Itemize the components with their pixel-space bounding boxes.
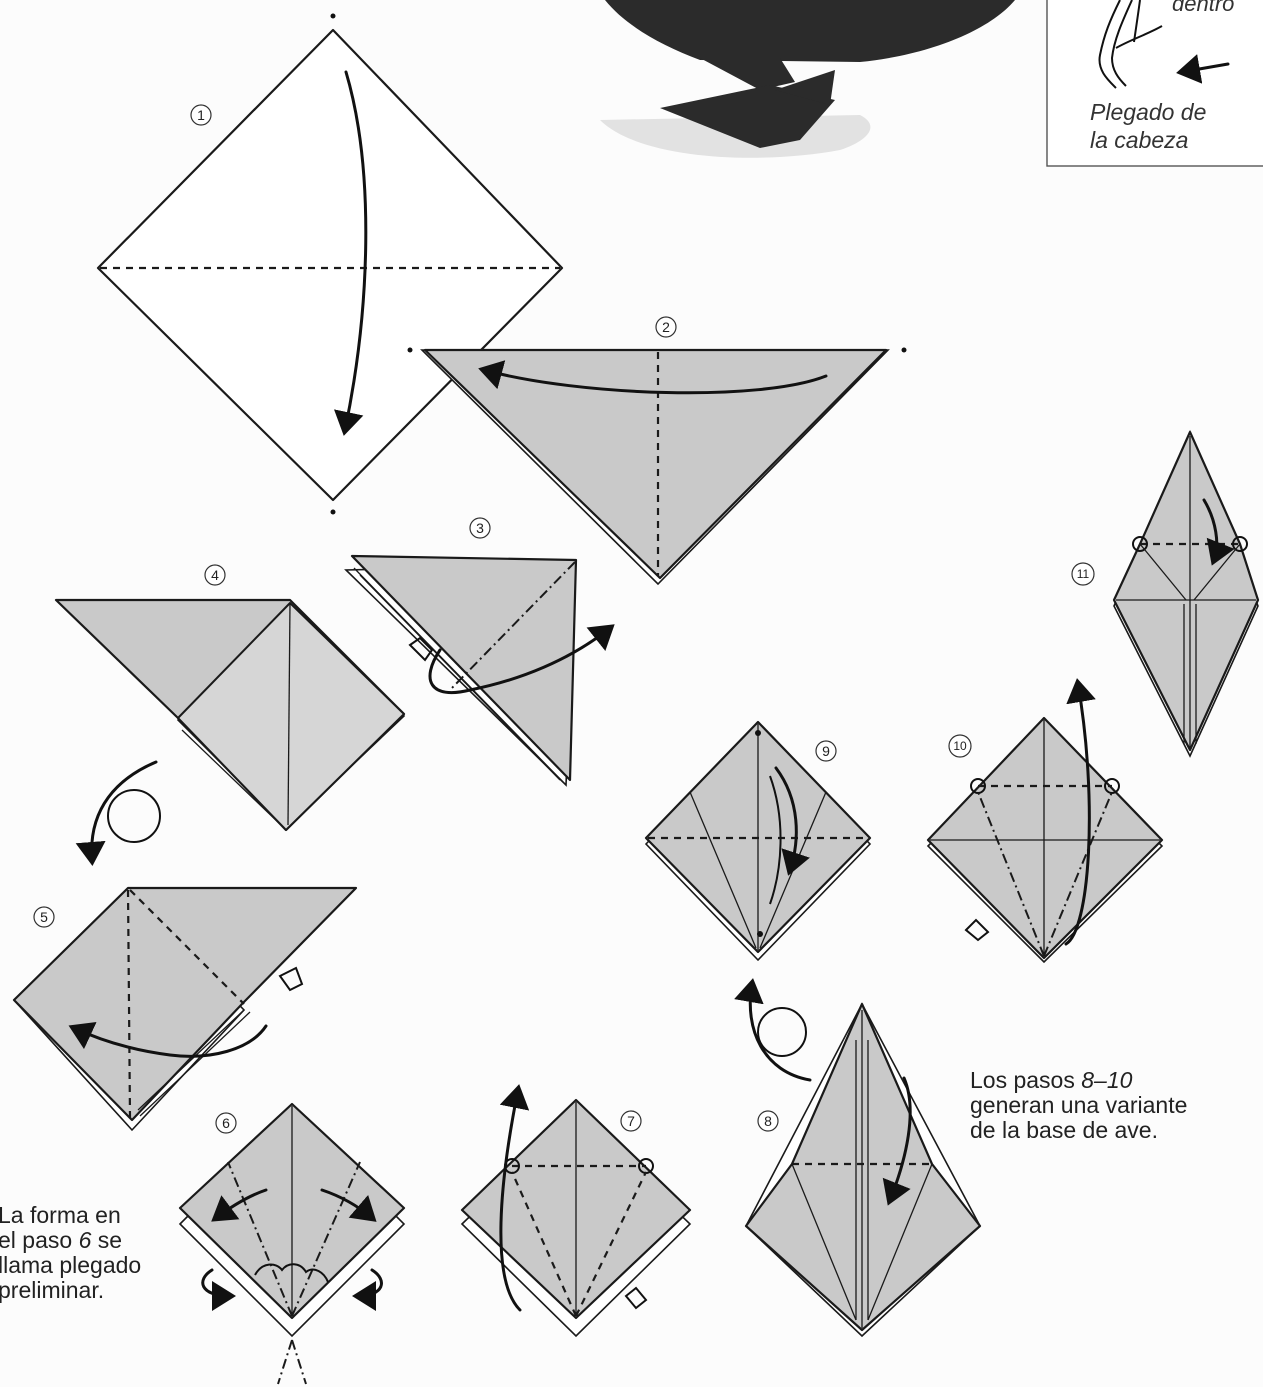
note-left-line-1: La forma en	[0, 1203, 141, 1228]
step-5	[14, 888, 356, 1130]
step-number-4: 4	[205, 565, 225, 585]
note-right-line-1: Los pasos 8–10	[970, 1068, 1187, 1093]
step-number-5: 5	[34, 907, 54, 927]
note-right-line-2: generan una variante	[970, 1093, 1187, 1118]
inset-label-line-2: la cabeza	[1090, 126, 1206, 154]
turn-over-symbol-2	[750, 984, 810, 1080]
svg-text:8: 8	[764, 1113, 772, 1129]
note-preliminary-fold: La forma en el paso 6 se llama plegado p…	[0, 1203, 141, 1303]
inset-label: Plegado de la cabeza	[1090, 98, 1206, 154]
note-left-line-3: llama plegado	[0, 1253, 141, 1278]
svg-text:11: 11	[1077, 567, 1090, 581]
svg-text:2: 2	[662, 319, 670, 335]
inset-top-word: dentro	[1172, 0, 1234, 17]
step-number-9: 9	[816, 741, 836, 761]
svg-text:4: 4	[211, 567, 219, 583]
step-number-10: 10	[949, 735, 971, 757]
svg-text:10: 10	[953, 739, 967, 753]
svg-text:9: 9	[822, 743, 830, 759]
step-number-6: 6	[216, 1113, 236, 1133]
note-right-line-3: de la base de ave.	[970, 1118, 1187, 1143]
step-9	[646, 722, 870, 960]
step-number-2: 2	[656, 317, 676, 337]
note-left-line-2: el paso 6 se	[0, 1228, 141, 1253]
step-10	[928, 684, 1162, 962]
step-7	[462, 1090, 690, 1336]
penguin-photo	[600, 0, 1015, 158]
step-3	[346, 556, 610, 785]
svg-text:5: 5	[40, 909, 48, 925]
step-8	[746, 1004, 980, 1336]
turn-over-symbol	[92, 762, 160, 860]
step-11	[1114, 432, 1258, 756]
step-1	[98, 14, 562, 515]
step-number-11: 11	[1072, 563, 1094, 585]
step-number-3: 3	[470, 518, 490, 538]
step-number-8: 8	[758, 1111, 778, 1131]
note-left-line-4: preliminar.	[0, 1278, 141, 1303]
svg-text:1: 1	[197, 107, 205, 123]
step-number-7: 7	[621, 1111, 641, 1131]
svg-text:7: 7	[627, 1113, 635, 1129]
svg-text:3: 3	[476, 520, 484, 536]
note-bird-base-variant: Los pasos 8–10 generan una variante de l…	[970, 1068, 1187, 1143]
step-6	[180, 1104, 404, 1384]
svg-text:6: 6	[222, 1115, 230, 1131]
step-number-1: 1	[191, 105, 211, 125]
inset-label-line-1: Plegado de	[1090, 98, 1206, 126]
step-2	[408, 348, 907, 585]
